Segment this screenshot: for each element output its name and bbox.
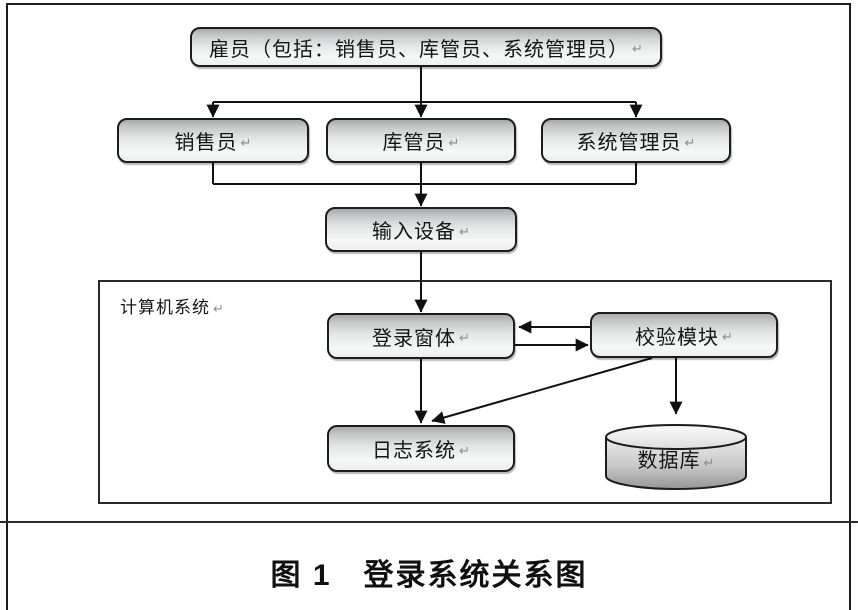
return-mark: ↵ <box>459 442 470 458</box>
computer-system-label-text: 计算机系统 <box>120 298 210 317</box>
node-warehouse-keeper-label: 库管员 <box>382 132 446 154</box>
return-mark: ↵ <box>459 330 470 345</box>
return-mark: ↵ <box>448 134 460 150</box>
node-system-admin: 系统管理员↵ <box>541 118 731 163</box>
node-log-system-label: 日志系统 <box>372 440 457 462</box>
return-mark: ↵ <box>459 223 470 239</box>
node-salesperson-label: 销售员 <box>174 132 238 154</box>
figure-caption: 图 1 登录系统关系图 <box>270 559 588 592</box>
node-system-admin-label: 系统管理员 <box>576 132 682 154</box>
return-mark: ↵ <box>240 134 252 150</box>
return-mark: ↵ <box>703 455 715 470</box>
node-database: 数据库↵ <box>605 424 747 491</box>
return-mark: ↵ <box>684 134 696 150</box>
node-warehouse-keeper: 库管员↵ <box>326 118 516 163</box>
node-database-label-text: 数据库 <box>637 450 701 472</box>
node-validation-module: 校验模块↵ <box>590 312 778 358</box>
node-employee-label: 雇员（包括：销售员、库管员、系统管理员） <box>209 38 630 61</box>
node-login-form-label: 登录窗体 <box>372 327 457 350</box>
computer-system-container: 计算机系统↵ <box>98 280 832 504</box>
edge-validation-log <box>431 357 653 424</box>
node-salesperson: 销售员↵ <box>117 118 309 163</box>
node-employee: 雇员（包括：销售员、库管员、系统管理员）↵ <box>190 27 662 67</box>
node-validation-module-label: 校验模块 <box>635 326 720 349</box>
node-log-system: 日志系统↵ <box>327 425 515 472</box>
frame-divider <box>0 521 858 523</box>
node-database-label: 数据库↵ <box>605 444 747 473</box>
node-login-form: 登录窗体↵ <box>327 313 515 359</box>
return-mark: ↵ <box>632 41 643 56</box>
database-cylinder-icon <box>605 424 747 490</box>
computer-system-label: 计算机系统↵ <box>120 293 224 318</box>
node-input-device: 输入设备↵ <box>325 207 517 252</box>
node-input-device-label: 输入设备 <box>372 221 457 243</box>
return-mark: ↵ <box>213 301 224 316</box>
return-mark: ↵ <box>722 329 733 344</box>
